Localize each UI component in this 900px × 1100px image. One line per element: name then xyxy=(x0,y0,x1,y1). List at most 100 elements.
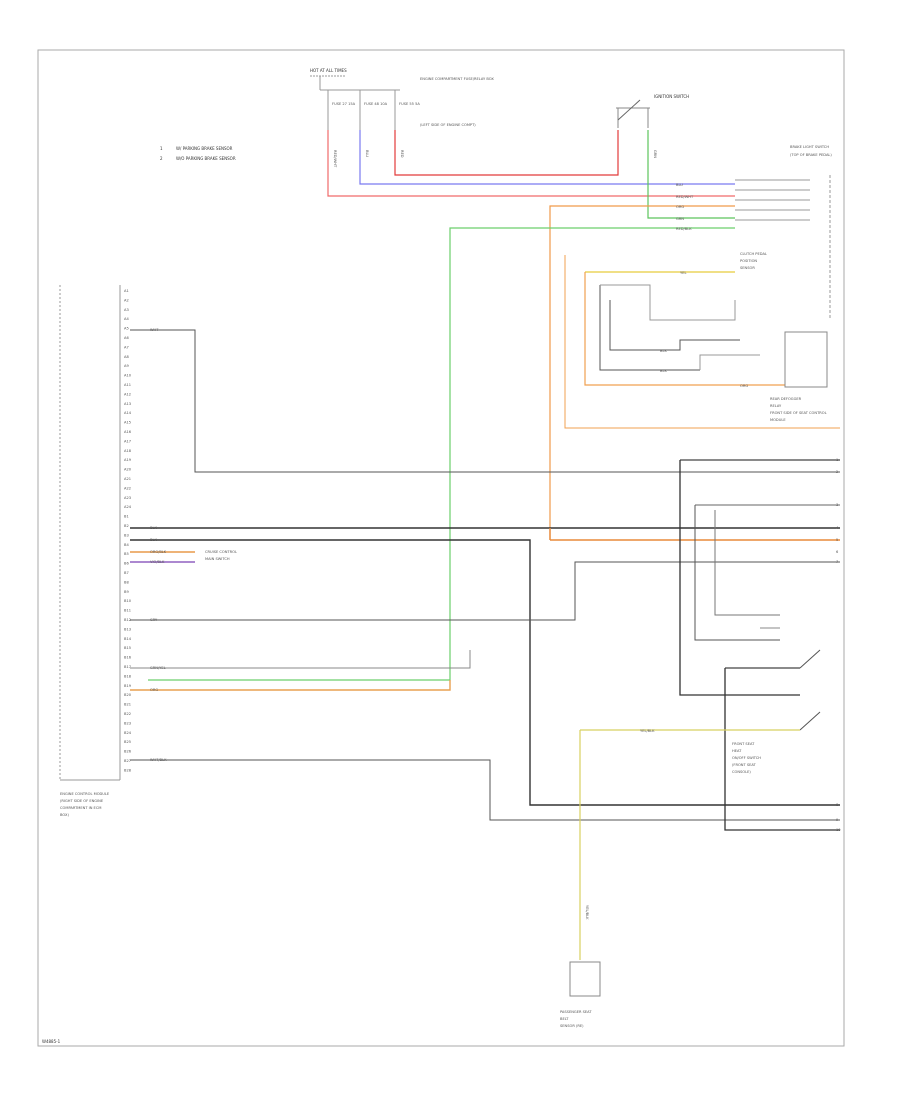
wire-red-wht: RED/WHT xyxy=(333,150,337,168)
left-pin-30: B7 xyxy=(124,571,129,575)
left-pin-45: B22 xyxy=(124,712,131,716)
dash-unit-3: FRONT SIDE OF SEAT CONTROL xyxy=(770,411,827,415)
note-mark-2: 2 xyxy=(160,156,163,161)
wire-org-2: ORG xyxy=(740,384,748,388)
left-device-label-2: MAIN SWITCH xyxy=(205,557,230,561)
left-pin-22: A23 xyxy=(124,496,131,500)
bottom-label-4: SENSOR (RE) xyxy=(560,1024,584,1028)
clutch-label: CLUTCH PEDAL xyxy=(740,252,767,256)
brake-switch-label-2: (TOP OF BRAKE PEDAL) xyxy=(790,153,832,157)
left-pin-46: B23 xyxy=(124,721,131,725)
left-pin-47: B24 xyxy=(124,731,132,735)
diagram-frame xyxy=(37,49,845,1047)
wire-blk-4: BLK xyxy=(150,538,157,542)
ignition-switch: IGNITION SWITCH xyxy=(616,94,689,128)
left-module-label-4: BOX) xyxy=(60,813,69,817)
left-pin-8: A9 xyxy=(124,364,129,368)
left-device-label: CRUISE CONTROL xyxy=(205,550,237,554)
bottom-sensor: PASSENGER SEAT BELT SENSOR (RE) xyxy=(560,961,601,1028)
left-pin-16: A17 xyxy=(124,439,131,443)
wire-wht-blk: WHT/BLK xyxy=(150,758,167,762)
wire-red: RED xyxy=(400,150,404,158)
left-pin-10: A11 xyxy=(124,383,131,387)
left-pin-20: A21 xyxy=(124,477,131,481)
wire-blu-2: BLU xyxy=(676,183,683,187)
left-pin-41: B18 xyxy=(124,674,132,678)
wire-blk: BLK xyxy=(660,349,667,353)
left-pin-43: B20 xyxy=(124,693,132,697)
right-mark-2: 3 xyxy=(836,503,838,507)
wire-red-wht-2: RED/WHT xyxy=(676,195,694,199)
fuse-c-location-2: (LEFT SIDE OF ENGINE COMPT) xyxy=(420,123,476,127)
bottom-label-2: BELT xyxy=(560,1017,569,1021)
wire-yel-blk-2: YEL/BLK xyxy=(585,905,589,920)
wire-yel: YEL xyxy=(680,271,686,275)
brake-switch-label: BRAKE LIGHT SWITCH xyxy=(790,145,829,149)
right-module-label: FRONT SEAT xyxy=(732,742,755,746)
left-pin-0: A1 xyxy=(124,289,129,293)
right-module-label-5: CONSOLE) xyxy=(732,770,751,774)
wire-org: ORG xyxy=(676,205,684,209)
wire-wht: WHT xyxy=(150,328,159,332)
clutch-sensor: CLUTCH PEDAL POSITION SENSOR YEL BLK BLK… xyxy=(584,252,828,388)
right-mark-5: 6 xyxy=(836,550,839,554)
left-pin-25: B2 xyxy=(124,524,129,528)
wire-org-blk: ORG/BLK xyxy=(150,550,167,554)
defog-relay: REAR DEFOGGER RELAY FRONT SIDE OF SEAT C… xyxy=(564,255,840,429)
main-wire-labels: WHT BLK BLK ORG/BLK VIO/BLK GRY GRN/YEL … xyxy=(150,328,237,762)
left-pin-26: B3 xyxy=(124,533,129,537)
defog-label-2: RELAY xyxy=(770,404,782,408)
right-module-label-3: ON/OFF SWITCH xyxy=(732,756,761,760)
right-connectors xyxy=(679,459,840,831)
left-pin-1: A2 xyxy=(124,298,129,302)
fuse-c-location: ENGINE COMPARTMENT FUSE/RELAY BOX xyxy=(420,77,494,81)
left-pin-51: B28 xyxy=(124,768,132,772)
left-pin-36: B13 xyxy=(124,627,131,631)
left-pin-24: B1 xyxy=(124,515,129,519)
right-mark-0: 1 xyxy=(836,458,838,462)
left-pin-21: A22 xyxy=(124,486,131,490)
wire-red-blk: RED/BLK xyxy=(676,227,692,231)
brake-switch: BRAKE LIGHT SWITCH (TOP OF BRAKE PEDAL) xyxy=(735,145,832,320)
wire-blk-3: BLK xyxy=(150,526,157,530)
wire-yel-blk: YEL/BLK xyxy=(640,729,655,733)
left-module-label: ENGINE CONTROL MODULE xyxy=(60,792,110,796)
wire-grn: GRN xyxy=(653,150,657,158)
dash-unit-4: MODULE xyxy=(770,418,786,422)
wire-grn-2: GRN xyxy=(676,217,684,221)
wire-vio-blk: VIO/BLK xyxy=(150,560,165,564)
fuse-block: HOT AT ALL TIMES FUSE 27 15A FUSE 48 10A… xyxy=(310,68,494,130)
left-module-label-2: (RIGHT SIDE OF ENGINE xyxy=(60,799,104,803)
left-pin-19: A20 xyxy=(124,468,132,472)
left-module: A1A2A3A4A5A6A7A8A9A10A11A12A13A14A15A16A… xyxy=(59,285,132,817)
defog-label: REAR DEFOGGER xyxy=(770,397,802,401)
right-mark-6: 7 xyxy=(836,560,838,564)
wire-grn-yel: GRN/YEL xyxy=(150,666,166,670)
left-pin-29: B6 xyxy=(124,562,129,566)
left-pin-37: B14 xyxy=(124,637,132,641)
left-pin-49: B26 xyxy=(124,750,132,754)
left-pin-32: B9 xyxy=(124,590,129,594)
left-pin-9: A10 xyxy=(124,374,132,378)
main-wires xyxy=(130,329,840,821)
note-text-1: W/ PARKING BRAKE SENSOR xyxy=(176,146,233,151)
left-pin-39: B16 xyxy=(124,656,132,660)
fuse-c-label: FUSE 55 5A xyxy=(399,102,420,106)
right-mark-1: 2 xyxy=(836,470,838,474)
wire-org-3: ORG xyxy=(150,688,158,692)
ignition-switch-label: IGNITION SWITCH xyxy=(654,94,689,99)
clutch-label-2: POSITION xyxy=(740,259,757,263)
left-pin-15: A16 xyxy=(124,430,132,434)
right-mark-7: 8 xyxy=(836,803,839,807)
left-pin-14: A15 xyxy=(124,421,131,425)
fuse-a-label: FUSE 27 15A xyxy=(332,102,356,106)
left-pin-44: B21 xyxy=(124,703,131,707)
left-pin-13: A14 xyxy=(124,411,132,415)
wire-blu: BLU xyxy=(365,150,369,157)
right-module-label-4: (FRONT SEAT xyxy=(732,763,757,767)
left-pin-42: B19 xyxy=(124,684,132,688)
left-pin-31: B8 xyxy=(124,580,129,584)
notes: 1 W/ PARKING BRAKE SENSOR 2 W/O PARKING … xyxy=(160,146,236,161)
left-pin-17: A18 xyxy=(124,449,132,453)
